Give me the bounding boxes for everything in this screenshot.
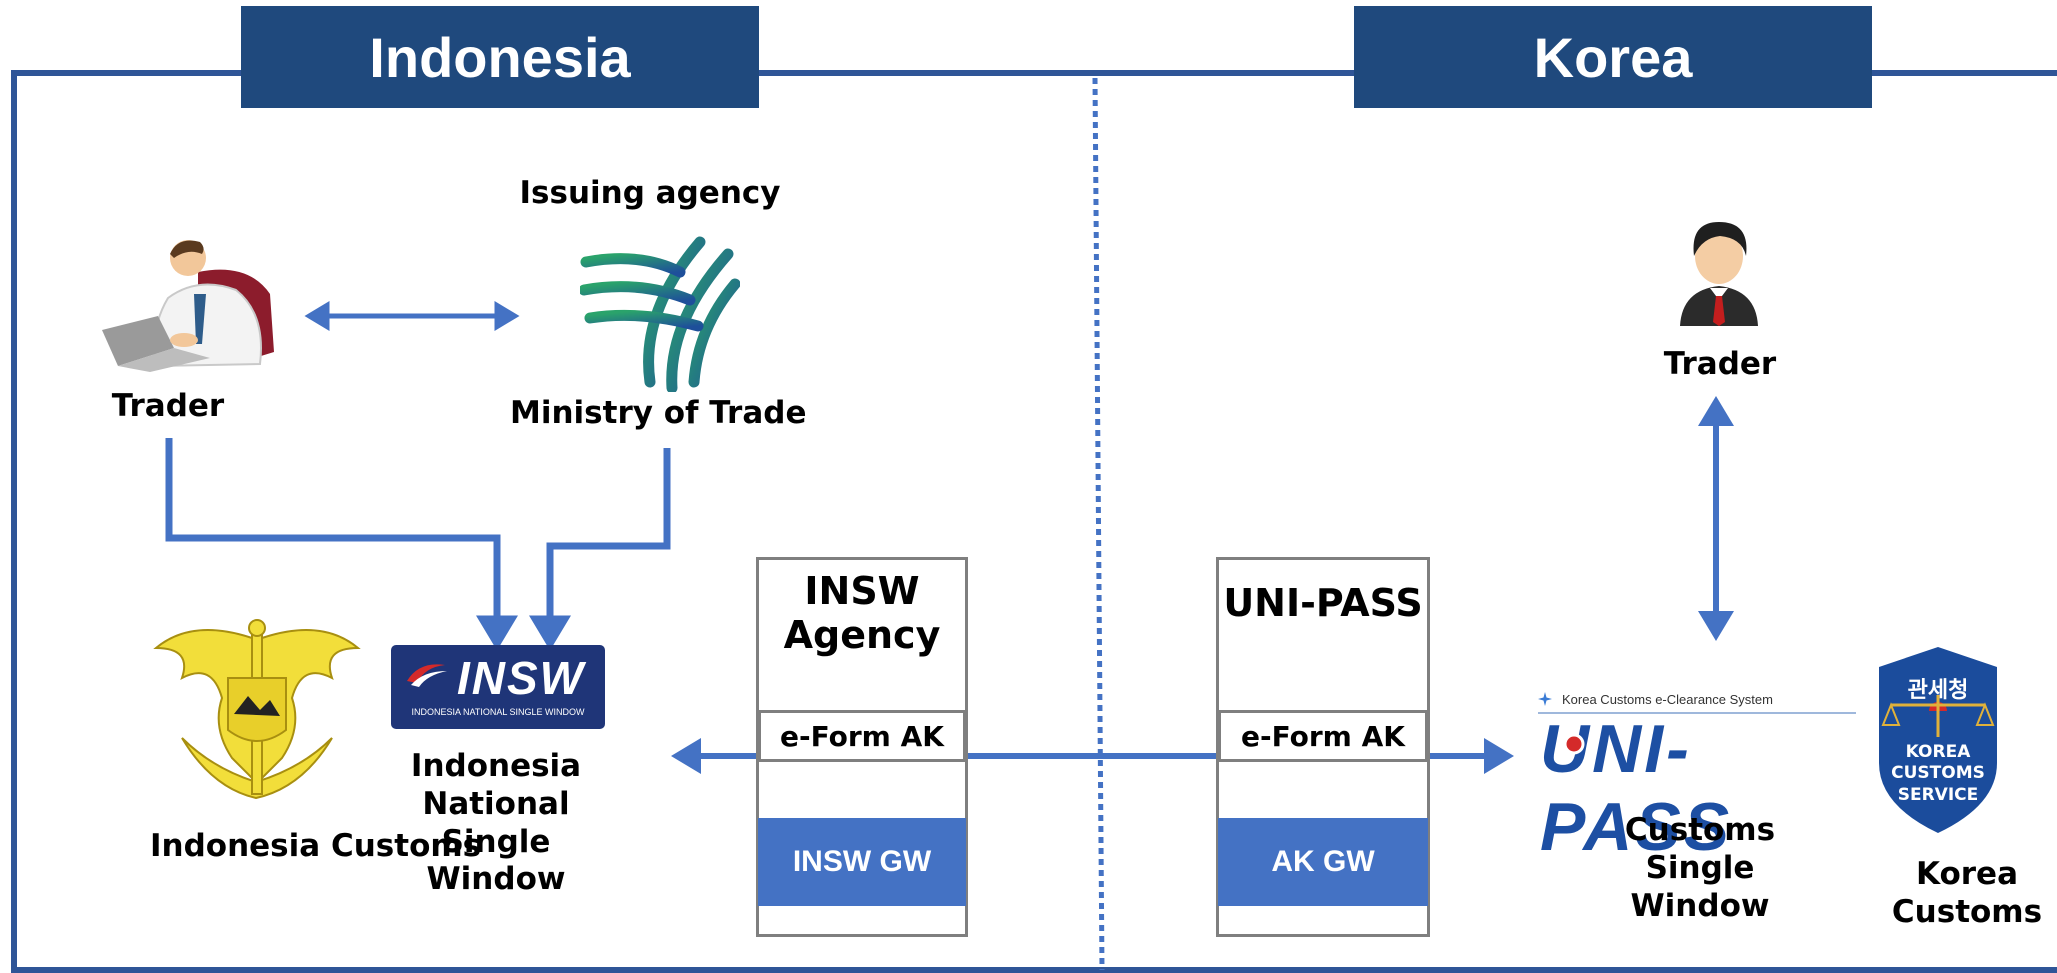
- insw-subtitle: INDONESIA NATIONAL SINGLE WINDOW: [411, 707, 585, 717]
- insw-logo: INSW INDONESIA NATIONAL SINGLE WINDOW: [391, 645, 605, 729]
- kcs-text: KOREA CUSTOMS SERVICE: [1891, 742, 1985, 805]
- issuing-agency-label: Issuing agency: [519, 175, 781, 211]
- unipass-box-title: UNI-PASS: [1223, 581, 1423, 625]
- insw-flag-swoosh-icon: [407, 664, 447, 687]
- unipass-gateway: AK GW: [1218, 818, 1428, 906]
- insw-gateway: INSW GW: [758, 818, 966, 906]
- unipass-logo: Korea Customs e-Clearance System UNI-PAS…: [1538, 690, 1856, 865]
- country-divider: [1092, 77, 1105, 971]
- unipass-eform: e-Form AK: [1218, 710, 1428, 762]
- insw-label: Indonesia National Single Window: [410, 748, 582, 898]
- ministry-of-trade-label: Ministry of Trade: [510, 395, 807, 431]
- ministry-of-trade-logo: [580, 236, 740, 392]
- unipass-caption: Korea Customs e-Clearance System: [1562, 692, 1773, 707]
- korea-header: Korea: [1354, 6, 1872, 108]
- unipass-dot-icon: [1563, 733, 1585, 755]
- korea-customs-label: Korea Customs: [1891, 856, 2043, 930]
- indonesia-customs-emblem: [153, 619, 361, 800]
- kcs-hangul: 관세청: [1907, 678, 1969, 703]
- korea-customs-service-badge: [1879, 647, 1997, 833]
- indonesia-header: Indonesia: [241, 6, 759, 108]
- unipass-rule: [1538, 712, 1856, 714]
- trader-label-korea: Trader: [1663, 346, 1777, 382]
- customs-single-window-label: Customs Single Window: [1624, 812, 1776, 924]
- indonesia-customs-label: Indonesia Customs: [150, 828, 482, 864]
- sparkle-icon: [1538, 692, 1552, 706]
- insw-wordmark: INSW: [456, 652, 586, 704]
- insw-agency-title: INSW Agency: [783, 569, 941, 657]
- trader-label-indonesia: Trader: [111, 388, 225, 424]
- trader-avatar-icon: [1680, 222, 1758, 326]
- arrow-trader-insw: [165, 438, 518, 651]
- trader-laptop-icon: [102, 240, 274, 372]
- arrow-ministry-insw: [529, 448, 671, 651]
- insw-eform: e-Form AK: [758, 710, 966, 762]
